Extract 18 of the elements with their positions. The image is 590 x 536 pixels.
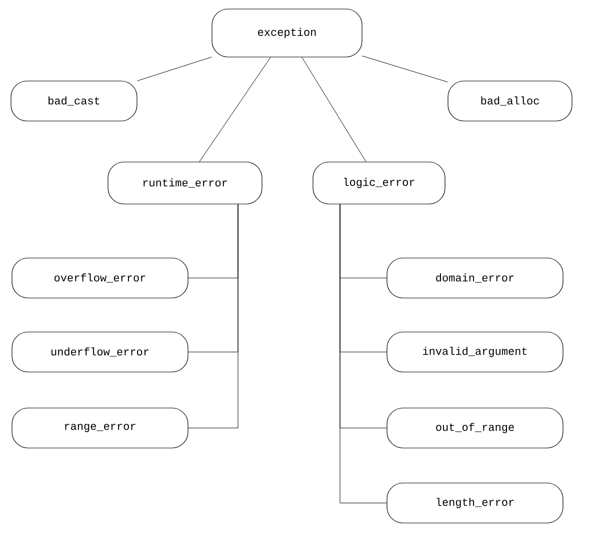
class-box: bad_alloc <box>448 80 572 122</box>
class-box: overflow_error <box>12 258 188 298</box>
connector-line <box>137 56 212 82</box>
class-box: runtime_error <box>108 162 262 204</box>
connector-line <box>302 57 366 162</box>
class-box: invalid_argument <box>386 332 564 372</box>
class-box: out_of_range <box>386 408 564 448</box>
class-box: logic_error <box>312 162 446 204</box>
class-box: exception <box>212 8 362 58</box>
connector-line <box>340 204 387 504</box>
class-box: range_error <box>12 408 188 448</box>
class-box: underflow_error <box>12 332 188 372</box>
connector-line <box>199 57 271 162</box>
connector-line <box>362 56 448 82</box>
connector-line <box>188 204 238 428</box>
class-box: bad_cast <box>10 80 138 122</box>
class-box: domain_error <box>386 258 564 298</box>
class-box: length_error <box>386 482 564 524</box>
